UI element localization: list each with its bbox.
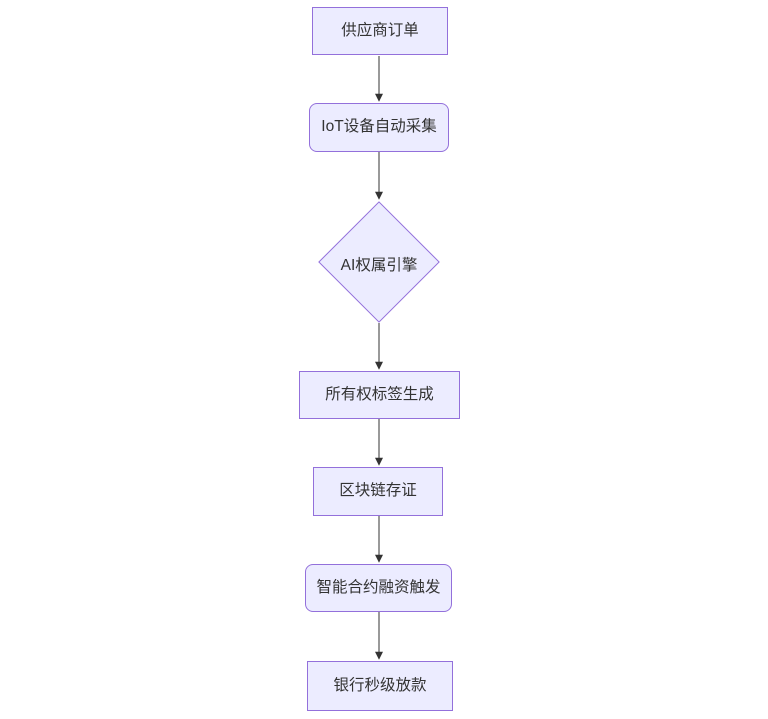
node-iot-auto-collect: IoT设备自动采集 [309,103,449,152]
node-bank-instant-loan: 银行秒级放款 [307,661,453,711]
node-supplier-order: 供应商订单 [312,7,448,55]
node-label: 银行秒级放款 [333,676,427,694]
node-ownership-tag-generate: 所有权标签生成 [299,371,460,419]
node-label: IoT设备自动采集 [321,118,437,136]
node-label: 供应商订单 [341,21,419,39]
node-label: 所有权标签生成 [325,385,434,403]
node-label: 智能合约融资触发 [316,578,441,596]
node-label: 区块链存证 [339,482,417,500]
node-smart-contract-trigger: 智能合约融资触发 [305,564,452,612]
node-ai-ownership-engine: AI权属引擎 [340,257,418,274]
node-blockchain-evidence: 区块链存证 [313,467,443,516]
